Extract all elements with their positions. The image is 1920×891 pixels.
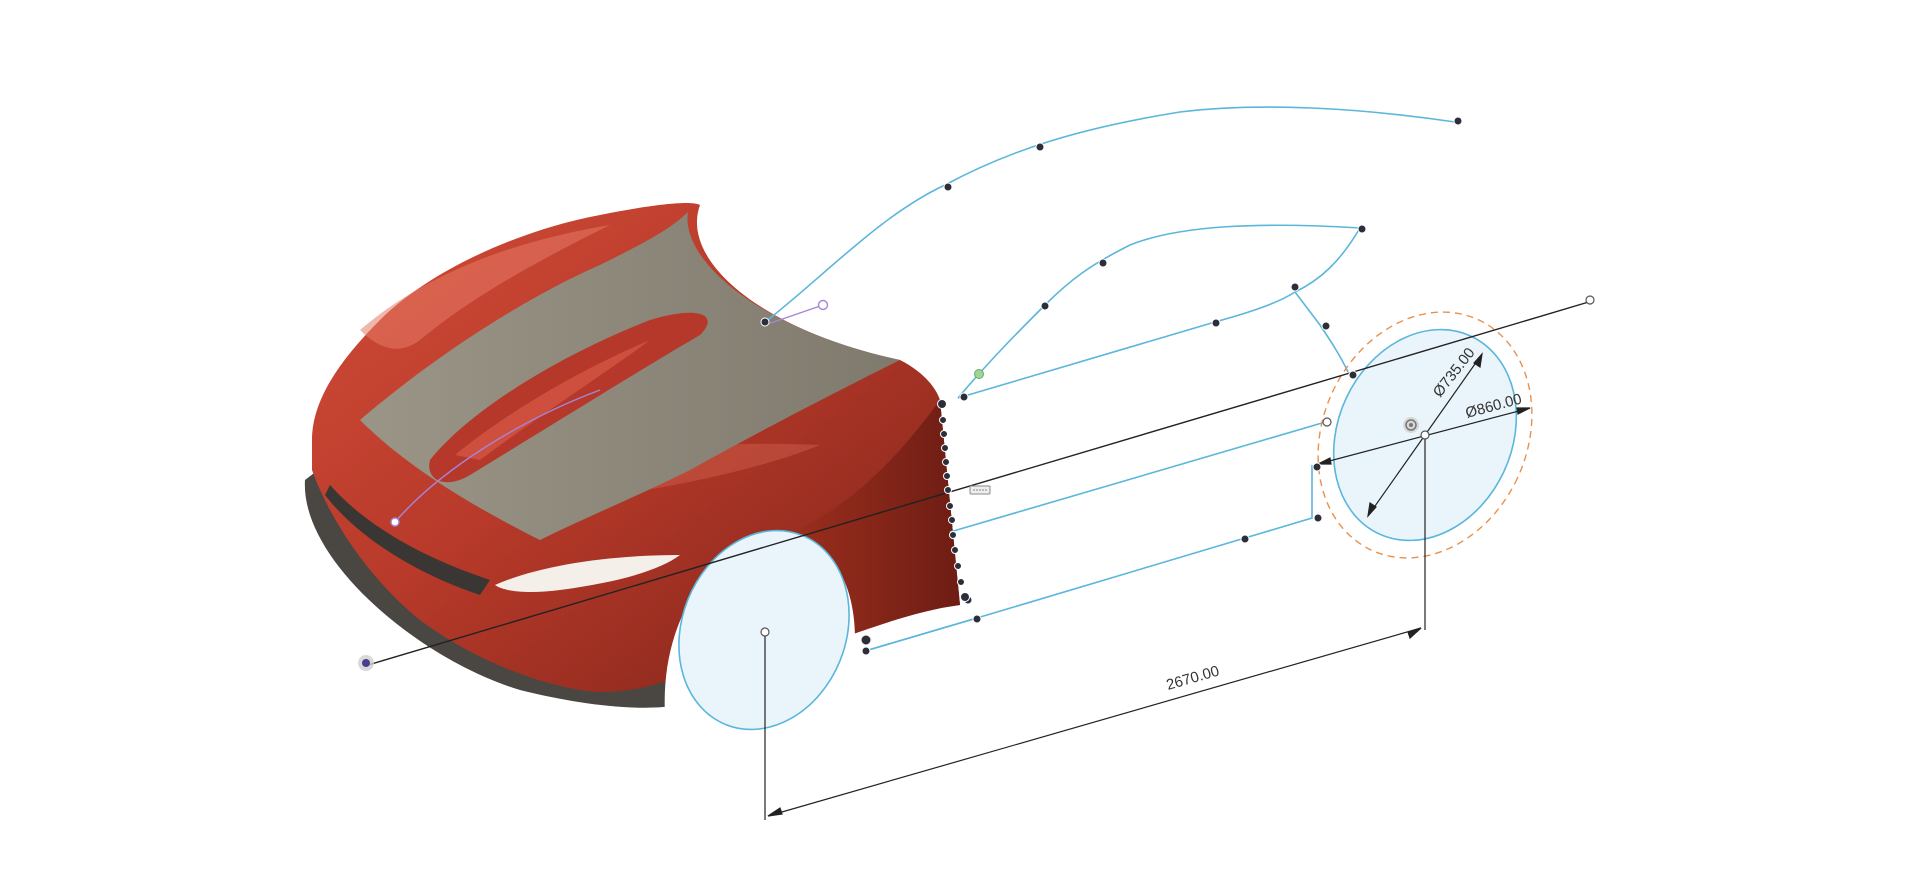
sketch-grip-icon[interactable]	[969, 485, 991, 495]
front-grille[interactable]	[325, 485, 490, 595]
control-point	[949, 531, 957, 539]
control-point	[972, 614, 982, 624]
axis-line[interactable]	[367, 300, 1593, 666]
wheelbase-dimension-label[interactable]: 2670.00	[1164, 663, 1221, 694]
control-point	[1040, 301, 1050, 311]
control-point	[940, 430, 948, 438]
control-point	[1312, 462, 1322, 472]
endpoint	[1585, 295, 1595, 305]
selected-point[interactable]	[974, 369, 984, 379]
control-point	[937, 399, 947, 409]
window-curve[interactable]	[957, 224, 1362, 399]
beltline-curve[interactable]	[957, 291, 1296, 399]
origin-icon[interactable]	[358, 655, 374, 671]
control-point	[860, 634, 872, 646]
control-point	[941, 444, 949, 452]
rocker-curve-lower[interactable]	[864, 617, 978, 652]
control-point	[939, 416, 947, 424]
control-point	[944, 486, 952, 494]
control-point	[943, 472, 951, 480]
control-point	[1357, 224, 1367, 234]
control-point	[959, 392, 969, 402]
rear-wheel-outer-circle[interactable]	[1279, 277, 1571, 593]
control-point	[1321, 321, 1331, 331]
wheel-center-point	[760, 627, 770, 637]
control-point	[1035, 142, 1045, 152]
roof-curve[interactable]	[764, 106, 1456, 323]
hood-scoop-highlight	[455, 340, 650, 460]
control-point	[760, 317, 770, 327]
c-pillar-curve[interactable]	[1294, 291, 1349, 373]
control-point	[954, 562, 962, 570]
control-point	[1211, 318, 1221, 328]
wheelbase-dimension[interactable]	[764, 435, 1426, 820]
control-point	[861, 646, 871, 656]
endpoint	[1322, 417, 1332, 427]
control-point	[1098, 258, 1108, 268]
shoulder-curve[interactable]	[949, 422, 1323, 533]
control-point	[1348, 370, 1358, 380]
control-point	[942, 458, 950, 466]
control-point	[1453, 116, 1463, 126]
tangent-handle[interactable]	[390, 299, 829, 527]
control-points[interactable]	[760, 116, 1463, 656]
control-point	[1240, 534, 1250, 544]
diameter-dimension-inner[interactable]	[1367, 352, 1483, 518]
control-point	[960, 592, 970, 602]
control-point	[951, 546, 959, 554]
control-point	[943, 182, 953, 192]
control-point	[1313, 513, 1323, 523]
headlight[interactable]	[495, 555, 680, 593]
hollow-points[interactable]	[760, 295, 1595, 637]
wheel-center-point	[1420, 430, 1430, 440]
front-fender[interactable]	[760, 400, 960, 635]
control-point	[1290, 282, 1300, 292]
control-point	[957, 578, 965, 586]
origin-icon[interactable]	[1403, 417, 1419, 433]
control-point	[948, 516, 956, 524]
control-point	[946, 502, 954, 510]
body-reflection	[360, 225, 610, 349]
